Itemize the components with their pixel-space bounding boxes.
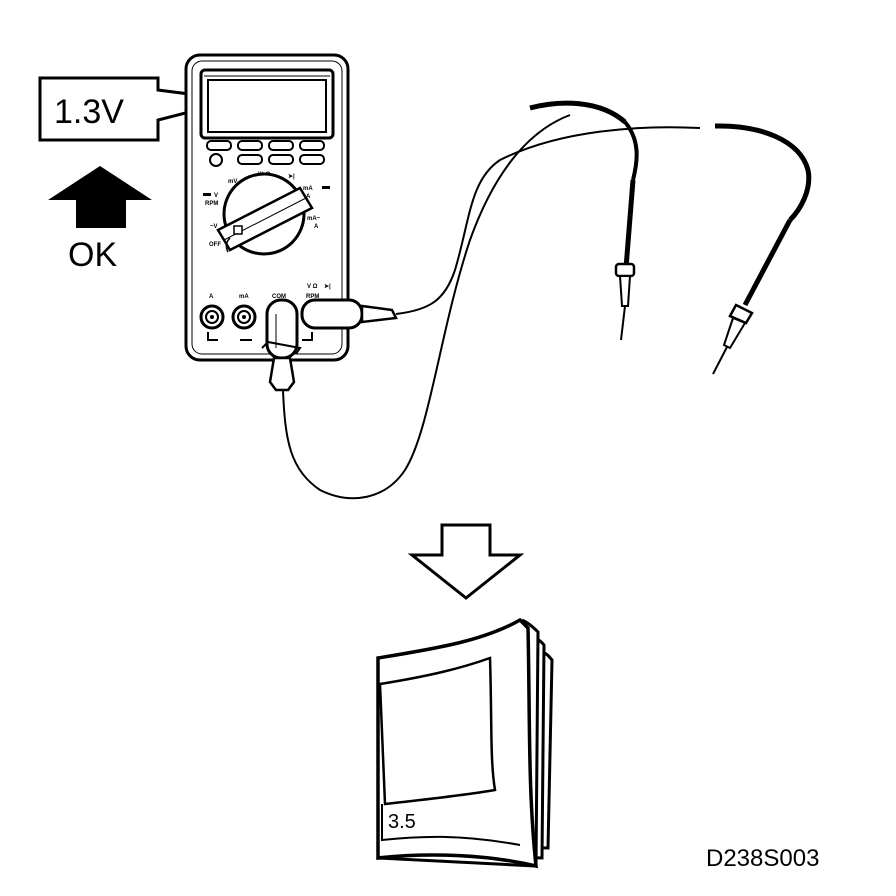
reading-value: 1.3V (54, 93, 124, 131)
dial-label-off: OFF (209, 242, 221, 248)
dial-label-mv: mV (228, 179, 237, 185)
jack-label-com: COM (272, 294, 286, 300)
probe-com[interactable] (529, 100, 639, 341)
multimeter: mV ·))) Ω ➤| mA A V RPM ~V OFF mA~ A A m… (184, 53, 350, 362)
meter-button[interactable] (268, 140, 294, 151)
power-button[interactable] (209, 153, 223, 167)
down-arrow-icon (407, 523, 525, 600)
ok-indicator: OK (48, 166, 152, 274)
com-test-lead (261, 114, 571, 500)
meter-button[interactable] (268, 154, 294, 165)
rotary-dial[interactable] (216, 172, 314, 256)
v-test-lead (300, 126, 701, 330)
meter-button[interactable] (299, 140, 325, 151)
dial-label-ma-dc-a: A (306, 194, 311, 200)
dial-label-ac-v: ~V (210, 224, 218, 230)
dial-label-ma-dc: mA (303, 186, 313, 192)
jack-label-a: A (209, 294, 214, 300)
jack-ma[interactable] (231, 304, 257, 330)
dial-label-ma-ac: mA~ (307, 216, 321, 222)
ok-label: OK (68, 236, 117, 274)
jack-label-diode: ➤| (324, 283, 331, 290)
meter-button[interactable] (299, 154, 325, 165)
dial-label-rpm: RPM (205, 201, 218, 207)
meter-button[interactable] (237, 140, 263, 151)
meter-buttons (206, 140, 325, 167)
manual-book-icon: 3.5 (376, 617, 554, 869)
meter-button[interactable] (237, 154, 263, 165)
jack-label-rpm: RPM (306, 294, 319, 300)
dial-label-diode: ➤| (288, 173, 295, 180)
jack-label-ma: mA (239, 294, 249, 300)
dial-label-v: V (214, 193, 218, 199)
up-arrow-icon (48, 166, 152, 228)
jack-a[interactable] (199, 304, 225, 330)
figure-code: D238S003 (706, 845, 819, 872)
jack-label-v-ohm: V Ω (307, 284, 318, 290)
dial-label-ma-ac-a: A (314, 224, 319, 230)
probe-v[interactable] (712, 123, 812, 375)
manual-page-ref: 3.5 (388, 811, 416, 833)
meter-button[interactable] (206, 140, 232, 151)
reading-callout: 1.3V (38, 76, 237, 142)
